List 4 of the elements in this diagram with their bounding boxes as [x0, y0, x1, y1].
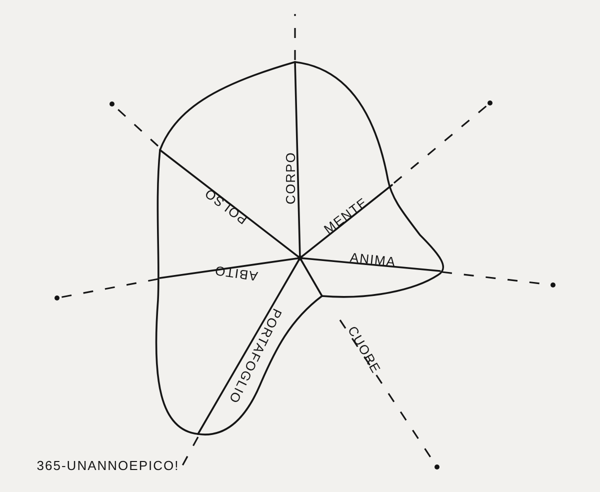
axis-label: ABITO [213, 263, 259, 283]
axis-label: ANIMA [349, 250, 397, 270]
axis-label: CORPO [284, 152, 298, 204]
handwritten-note: 365-UNANNOEPICO! [36, 459, 180, 473]
